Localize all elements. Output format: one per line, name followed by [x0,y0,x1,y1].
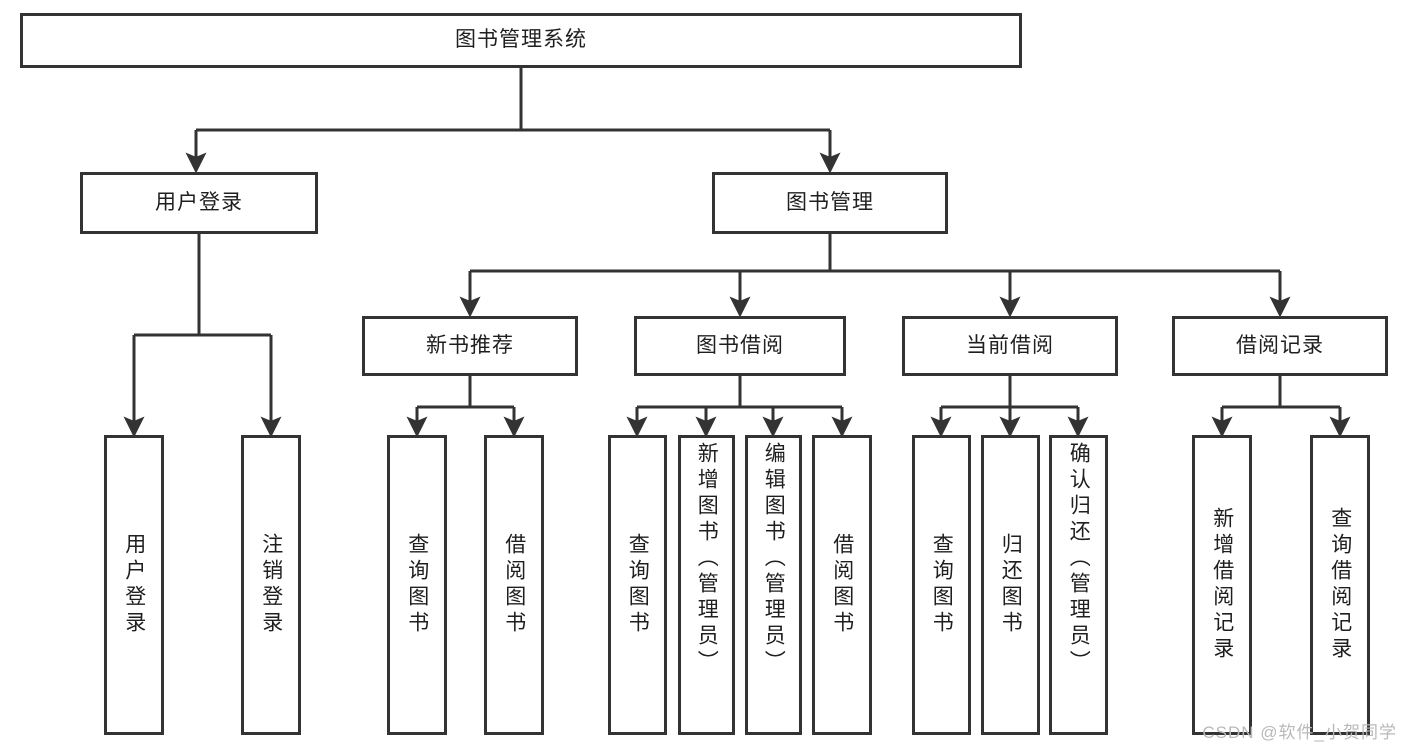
node-root-system[interactable]: 图书管理系统 [20,13,1022,68]
node-label: 用户登录 [155,190,243,214]
node-new-book-recommend[interactable]: 新书推荐 [362,316,578,376]
leaf-current-query-book[interactable]: 查询图书 [912,435,971,735]
node-book-management[interactable]: 图书管理 [712,172,948,234]
node-label: 新增图书（管理员） [695,442,719,676]
leaf-new-book-query[interactable]: 查询图书 [387,435,447,735]
leaf-user-login-signout[interactable]: 注销登录 [241,435,301,735]
leaf-new-book-borrow[interactable]: 借阅图书 [484,435,544,735]
node-label: 当前借阅 [966,333,1054,357]
node-user-login[interactable]: 用户登录 [80,172,318,234]
node-label: 归还图书 [999,533,1023,637]
node-label: 借阅图书 [830,533,854,637]
node-label: 确认归还（管理员） [1067,442,1091,676]
leaf-record-query[interactable]: 查询借阅记录 [1310,435,1370,735]
node-label: 查询图书 [405,533,429,637]
node-label: 图书管理 [786,190,874,214]
leaf-borrow-borrow-book[interactable]: 借阅图书 [812,435,872,735]
leaf-borrow-query-book[interactable]: 查询图书 [608,435,667,735]
node-label: 编辑图书（管理员） [762,442,786,676]
node-label: 新书推荐 [426,333,514,357]
leaf-borrow-edit-book[interactable]: 编辑图书（管理员） [745,435,802,735]
node-label: 图书管理系统 [455,28,587,52]
node-label: 查询图书 [626,533,650,637]
leaf-record-add[interactable]: 新增借阅记录 [1192,435,1252,735]
leaf-user-login-signin[interactable]: 用户登录 [104,435,164,735]
node-label: 查询图书 [930,533,954,637]
watermark: CSDN @软件_小贺同学 [1202,723,1397,742]
node-borrow-record[interactable]: 借阅记录 [1172,316,1388,376]
leaf-borrow-add-book[interactable]: 新增图书（管理员） [678,435,735,735]
leaf-current-return-book[interactable]: 归还图书 [981,435,1040,735]
node-book-borrow[interactable]: 图书借阅 [634,316,846,376]
node-label: 借阅图书 [502,533,526,637]
node-label: 图书借阅 [696,333,784,357]
node-label: 注销登录 [259,533,283,637]
node-label: 用户登录 [122,533,146,637]
node-label: 借阅记录 [1236,333,1324,357]
node-label: 查询借阅记录 [1328,507,1352,663]
node-label: 新增借阅记录 [1210,507,1234,663]
node-current-borrow[interactable]: 当前借阅 [902,316,1118,376]
leaf-current-confirm-return[interactable]: 确认归还（管理员） [1049,435,1108,735]
